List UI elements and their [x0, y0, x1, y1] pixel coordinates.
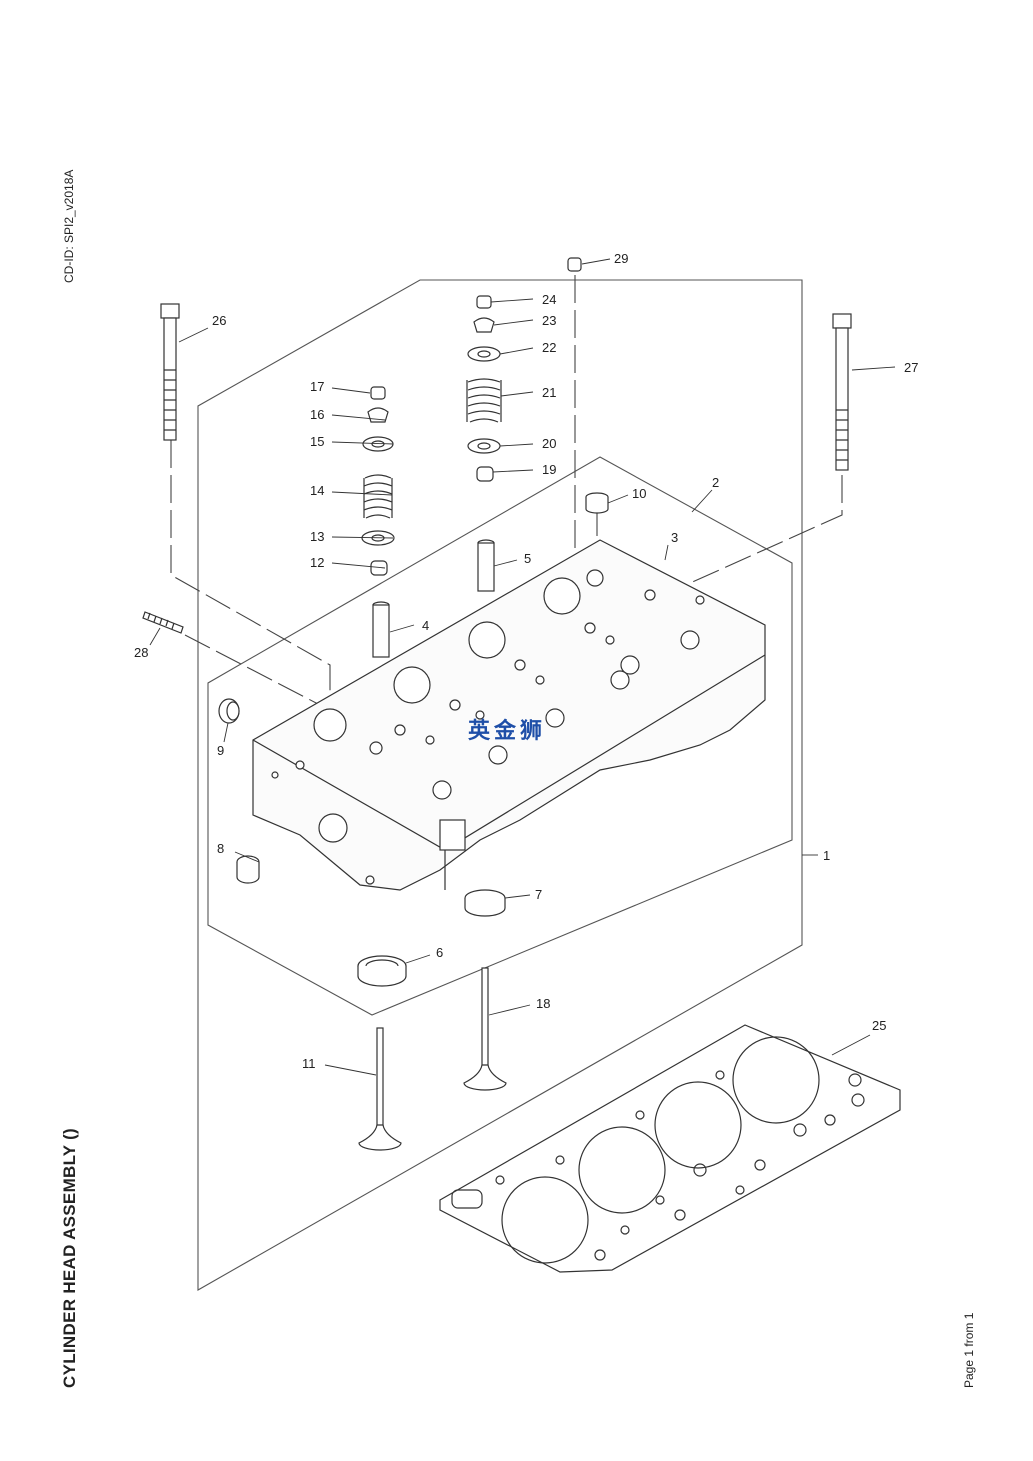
callout-21: 21: [542, 385, 556, 400]
head-bolt-26: [160, 303, 180, 441]
valve-stack-left: [361, 386, 395, 576]
stud-28: [142, 611, 184, 634]
callout-1: 1: [823, 848, 830, 863]
callout-18: 18: [536, 996, 550, 1011]
inner-assembly-frame: [207, 456, 793, 1016]
valve-11: [358, 1027, 402, 1151]
callout-2: 2: [712, 475, 719, 490]
valve-stack-right: [466, 295, 502, 482]
callout-29: 29: [614, 251, 628, 266]
seal-8: [236, 855, 260, 884]
cylinder-head: [252, 539, 766, 891]
guide-line-26: [170, 440, 331, 735]
callout-20: 20: [542, 436, 556, 451]
callout-13: 13: [310, 529, 324, 544]
valve-18: [463, 967, 507, 1091]
seal-6: [357, 955, 407, 987]
callout-22: 22: [542, 340, 556, 355]
callout-7: 7: [535, 887, 542, 902]
seal-9: [218, 698, 240, 724]
plug-29: [567, 257, 582, 272]
callout-23: 23: [542, 313, 556, 328]
valve-guide-4: [372, 601, 390, 658]
watermark: 英金狮: [468, 718, 546, 744]
callout-15: 15: [310, 434, 324, 449]
callout-3: 3: [671, 530, 678, 545]
callout-11: 11: [302, 1056, 316, 1071]
callout-12: 12: [310, 555, 324, 570]
head-bolt-27: [832, 313, 852, 471]
callout-24: 24: [542, 292, 556, 307]
callout-16: 16: [310, 407, 324, 422]
callout-4: 4: [422, 618, 429, 633]
callout-9: 9: [217, 743, 224, 758]
callout-10: 10: [632, 486, 646, 501]
callout-14: 14: [310, 483, 324, 498]
callout-17: 17: [310, 379, 324, 394]
callout-26: 26: [212, 313, 226, 328]
head-gasket-25: [439, 1024, 901, 1273]
callout-25: 25: [872, 1018, 886, 1033]
seal-7: [464, 889, 506, 917]
callout-5: 5: [524, 551, 531, 566]
cup-10: [585, 492, 609, 514]
callout-28: 28: [134, 645, 148, 660]
callout-19: 19: [542, 462, 556, 477]
outer-assembly-frame: [197, 279, 803, 1291]
callout-27: 27: [904, 360, 918, 375]
callout-6: 6: [436, 945, 443, 960]
callout-8: 8: [217, 841, 224, 856]
guide-line-28: [184, 634, 321, 706]
valve-guide-5: [477, 539, 495, 592]
